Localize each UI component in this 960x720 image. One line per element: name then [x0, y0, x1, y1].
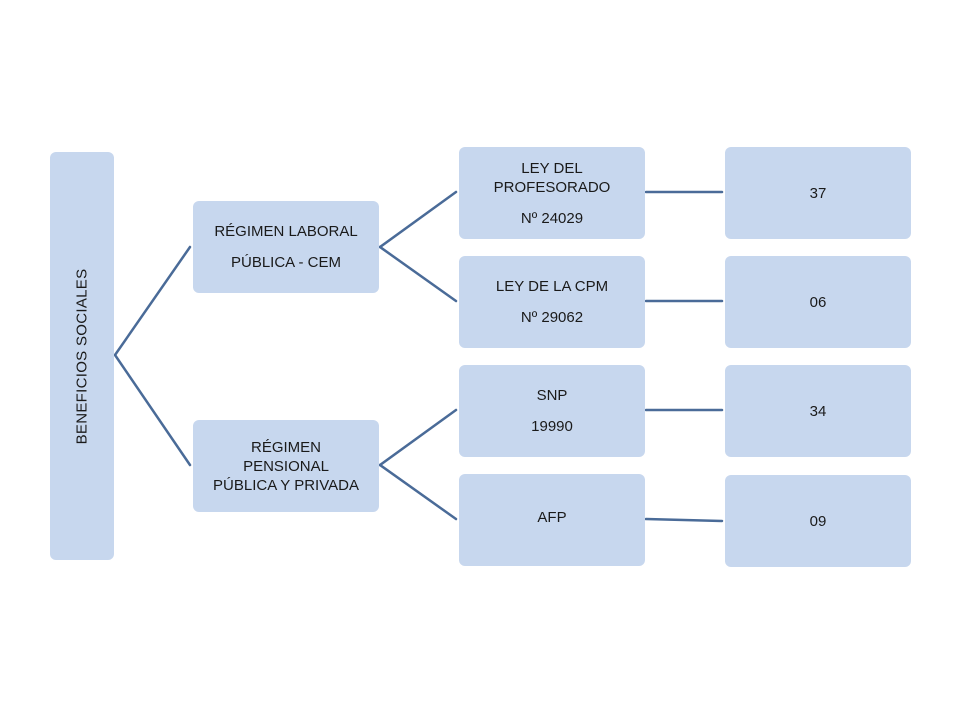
node-ley-profesorado-line-2: PROFESORADO — [493, 178, 611, 196]
node-ley-cpm-line-2: Nº 29062 — [520, 309, 584, 326]
node-snp: SNP 19990 — [459, 365, 645, 457]
node-ley-profesorado: LEY DEL PROFESORADO Nº 24029 — [459, 147, 645, 239]
value-snp-text: 34 — [809, 402, 827, 420]
value-snp: 34 — [725, 365, 911, 457]
connector-pensional-to-snp — [378, 408, 458, 467]
node-regimen-pensional: RÉGIMEN PENSIONAL PÚBLICA Y PRIVADA — [193, 420, 379, 512]
connector-laboral-to-ley-cpm — [378, 245, 458, 303]
node-regimen-pensional-line-1: RÉGIMEN — [250, 438, 321, 456]
node-regimen-laboral-line-1: RÉGIMEN LABORAL — [214, 223, 358, 240]
node-snp-line-1: SNP — [536, 387, 568, 404]
connector-pensional-to-afp — [378, 463, 458, 521]
connector-laboral-to-ley-profesorado — [378, 190, 458, 249]
node-ley-profesorado-line-3: Nº 24029 — [520, 209, 584, 227]
node-snp-line-2: 19990 — [531, 418, 573, 435]
root-label: BENEFICIOS SOCIALES — [73, 268, 91, 444]
value-ley-cpm: 06 — [725, 256, 911, 348]
node-regimen-pensional-line-2: PENSIONAL — [243, 457, 329, 475]
node-regimen-laboral-line-2: PÚBLICA - CEM — [230, 254, 342, 271]
connector-root-to-regimen-pensional — [113, 353, 192, 467]
connector-root-to-regimen-laboral — [113, 245, 192, 357]
node-regimen-pensional-line-3: PÚBLICA Y PRIVADA — [213, 476, 359, 494]
root-node: BENEFICIOS SOCIALES — [50, 152, 114, 560]
node-ley-profesorado-line-1: LEY DEL — [521, 159, 583, 177]
node-afp-line-1: AFP — [537, 509, 567, 526]
node-ley-cpm: LEY DE LA CPM Nº 29062 — [459, 256, 645, 348]
value-ley-cpm-text: 06 — [809, 293, 827, 311]
value-ley-profesorado: 37 — [725, 147, 911, 239]
value-ley-profesorado-text: 37 — [809, 184, 827, 202]
value-afp-text: 09 — [809, 512, 827, 530]
value-afp: 09 — [725, 475, 911, 567]
node-afp: AFP — [459, 474, 645, 566]
node-ley-cpm-line-1: LEY DE LA CPM — [495, 278, 609, 295]
node-regimen-laboral: RÉGIMEN LABORAL PÚBLICA - CEM — [193, 201, 379, 293]
connector-afp-to-value — [644, 517, 724, 523]
